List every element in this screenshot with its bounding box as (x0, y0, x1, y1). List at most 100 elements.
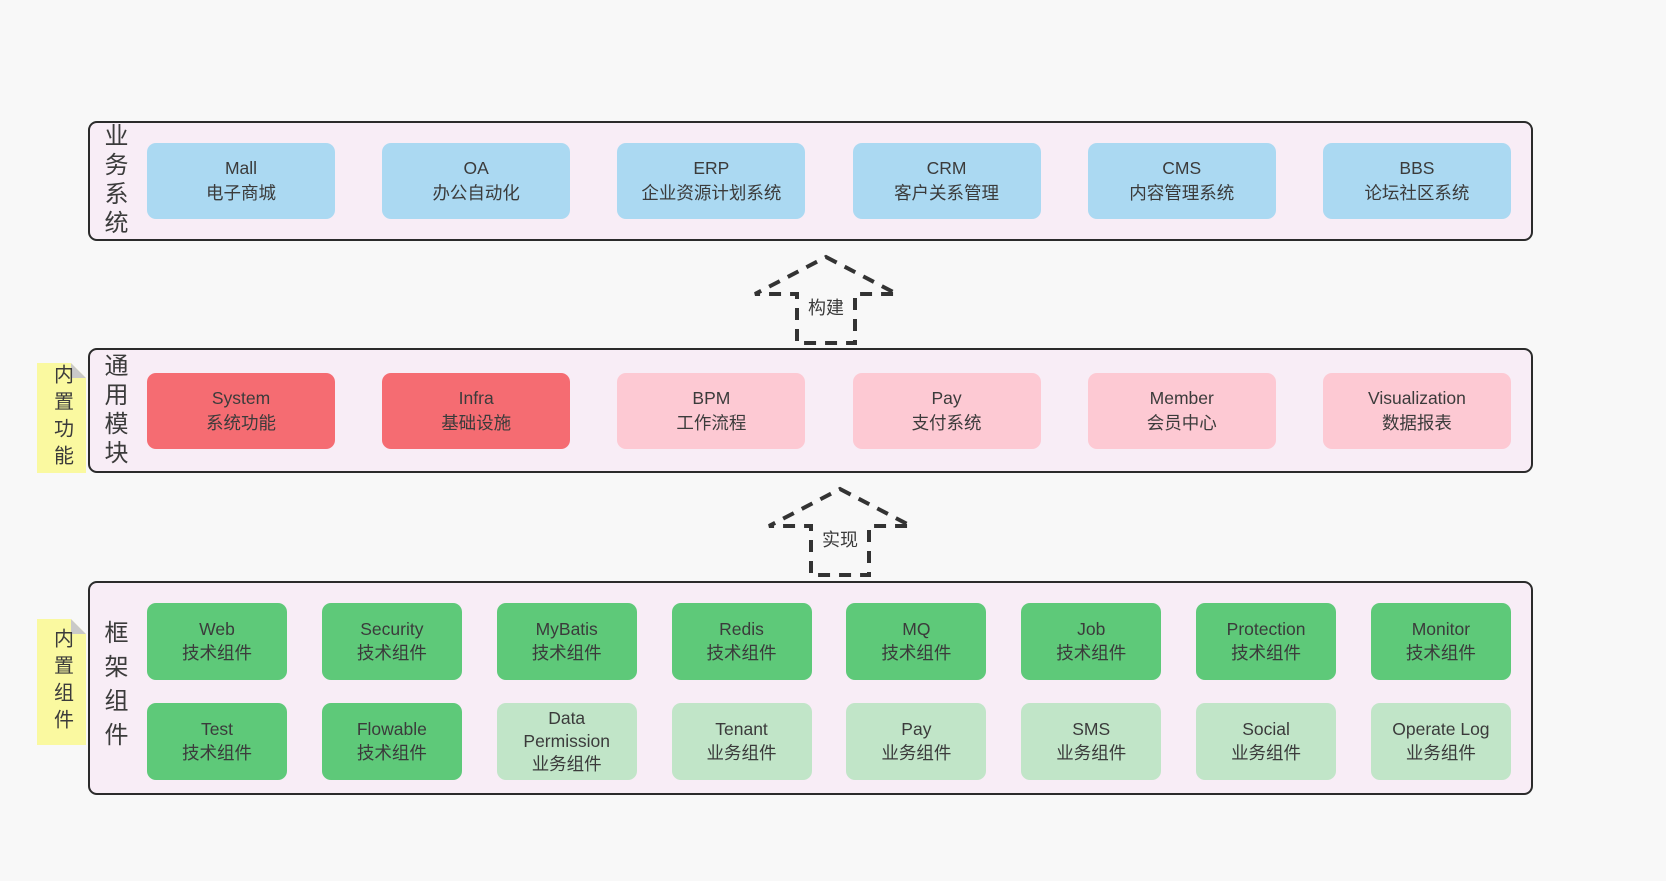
box-title: MyBatis (535, 619, 598, 640)
box-title: BBS (1399, 158, 1435, 179)
box-title: Pay (931, 387, 962, 408)
box-title: Monitor (1411, 619, 1471, 640)
modules-boxes-row: System 系统功能 Infra 基础设施 BPM 工作流程 Pay 支付系统… (147, 350, 1511, 471)
box-social: Social 业务组件 (1196, 703, 1337, 780)
box-subtitle: 客户关系管理 (894, 183, 1000, 203)
box-subtitle: 业务组件 (706, 742, 777, 763)
box-subtitle: 办公自动化 (432, 183, 520, 203)
box-mq: MQ 技术组件 (846, 603, 987, 680)
box-subtitle: 技术组件 (356, 642, 427, 663)
components-rows: Web 技术组件 Security 技术组件 MyBatis 技术组件 Redi… (147, 603, 1511, 780)
box-title: OA (463, 158, 489, 179)
box-title: Pay (901, 719, 932, 740)
box-subtitle: 企业资源计划系统 (641, 183, 782, 203)
box-title: Web (199, 619, 235, 640)
box-subtitle: 基础设施 (441, 412, 512, 433)
layer-side-label: 业务系统 (100, 123, 127, 239)
box-subtitle: 业务组件 (1231, 742, 1302, 763)
box-title: SMS (1072, 719, 1111, 740)
components-row-2: Test 技术组件 Flowable 技术组件 Data Permission … (147, 703, 1511, 780)
box-test: Test 技术组件 (147, 703, 287, 780)
box-subtitle: 业务组件 (1405, 742, 1476, 763)
box-visualization: Visualization 数据报表 (1322, 372, 1511, 449)
box-subtitle: 业务组件 (881, 742, 952, 763)
box-job: Job 技术组件 (1021, 603, 1162, 680)
box-subtitle: 业务组件 (1056, 742, 1127, 763)
sticky-note-built-in-features: 内置功能 (37, 363, 86, 473)
box-subtitle: 技术组件 (182, 642, 252, 663)
box-bbs: BBS 论坛社区系统 (1322, 143, 1511, 219)
box-title: Data Permission (523, 707, 610, 751)
box-title: Test (200, 719, 234, 740)
box-subtitle: 会员中心 (1146, 412, 1217, 433)
box-subtitle: 支付系统 (911, 412, 982, 433)
box-title: System (211, 387, 271, 408)
box-subtitle: 数据报表 (1381, 412, 1452, 433)
box-redis: Redis 技术组件 (671, 603, 812, 680)
box-crm: CRM 客户关系管理 (852, 143, 1041, 219)
box-bpm: BPM 工作流程 (617, 372, 806, 449)
box-subtitle: 电子商城 (206, 183, 276, 203)
sticky-label: 内置功能 (50, 364, 73, 472)
box-subtitle: 技术组件 (531, 642, 602, 663)
box-infra: Infra 基础设施 (382, 372, 571, 449)
box-title: CMS (1162, 158, 1202, 179)
box-title: Redis (719, 619, 764, 640)
box-title: Tenant (715, 719, 768, 740)
box-mall: Mall 电子商城 (147, 143, 335, 219)
box-subtitle: 业务组件 (531, 754, 602, 775)
box-title: Mall (224, 158, 258, 179)
box-system: System 系统功能 (147, 372, 335, 449)
box-flowable: Flowable 技术组件 (321, 703, 462, 780)
box-mybatis: MyBatis 技术组件 (496, 603, 637, 680)
box-subtitle: 系统功能 (206, 412, 276, 433)
box-operate-log: Operate Log 业务组件 (1370, 703, 1511, 780)
box-sms: SMS 业务组件 (1021, 703, 1162, 780)
layer-framework-components: 框架组件 Web 技术组件 Security 技术组件 MyBatis 技术组件… (88, 581, 1533, 795)
box-title: Protection (1226, 619, 1306, 640)
box-title: CRM (926, 158, 967, 179)
box-member: Member 会员中心 (1087, 372, 1276, 449)
folded-corner (71, 619, 86, 634)
box-subtitle: 技术组件 (1231, 642, 1302, 663)
box-oa: OA 办公自动化 (382, 143, 571, 219)
build-arrow: 构建 (751, 254, 901, 346)
implement-arrow: 实现 (765, 486, 915, 578)
box-subtitle: 内容管理系统 (1129, 183, 1235, 203)
components-row-1: Web 技术组件 Security 技术组件 MyBatis 技术组件 Redi… (147, 603, 1511, 680)
box-subtitle: 工作流程 (676, 412, 747, 433)
box-title: ERP (693, 158, 730, 179)
box-subtitle: 技术组件 (1405, 642, 1476, 663)
box-data-permission: Data Permission 业务组件 (496, 703, 637, 780)
box-subtitle: 论坛社区系统 (1364, 183, 1470, 203)
box-erp: ERP 企业资源计划系统 (617, 143, 806, 219)
box-protection: Protection 技术组件 (1196, 603, 1337, 680)
box-title: Visualization (1367, 387, 1466, 408)
box-security: Security 技术组件 (321, 603, 462, 680)
box-title: Security (360, 619, 424, 640)
folded-corner (71, 363, 86, 378)
box-title: Flowable (356, 719, 427, 740)
box-subtitle: 技术组件 (356, 742, 427, 763)
layer-side-label: 框架组件 (100, 620, 127, 756)
layer-side-label: 通用模块 (100, 352, 127, 469)
layer-common-modules: 通用模块 System 系统功能 Infra 基础设施 BPM 工作流程 Pay… (88, 348, 1533, 473)
sticky-note-built-in-components: 内置组件 (37, 619, 86, 745)
box-title: BPM (692, 387, 731, 408)
box-title: Operate Log (1392, 719, 1490, 740)
arrow-label: 构建 (804, 294, 848, 320)
up-arrow-icon (768, 486, 912, 577)
business-boxes-row: Mall 电子商城 OA 办公自动化 ERP 企业资源计划系统 CRM 客户关系… (147, 123, 1511, 239)
box-subtitle: 技术组件 (706, 642, 777, 663)
box-cms: CMS 内容管理系统 (1087, 143, 1276, 219)
box-title: Social (1242, 719, 1290, 740)
box-title: Infra (458, 387, 494, 408)
box-pay-module: Pay 支付系统 (852, 372, 1041, 449)
box-subtitle: 技术组件 (881, 642, 952, 663)
box-web: Web 技术组件 (147, 603, 287, 680)
box-subtitle: 技术组件 (1056, 642, 1127, 663)
up-arrow-icon (754, 254, 898, 345)
box-title: Job (1077, 619, 1106, 640)
arrow-label: 实现 (818, 526, 862, 552)
layer-business-systems: 业务系统 Mall 电子商城 OA 办公自动化 ERP 企业资源计划系统 CRM… (88, 121, 1533, 241)
